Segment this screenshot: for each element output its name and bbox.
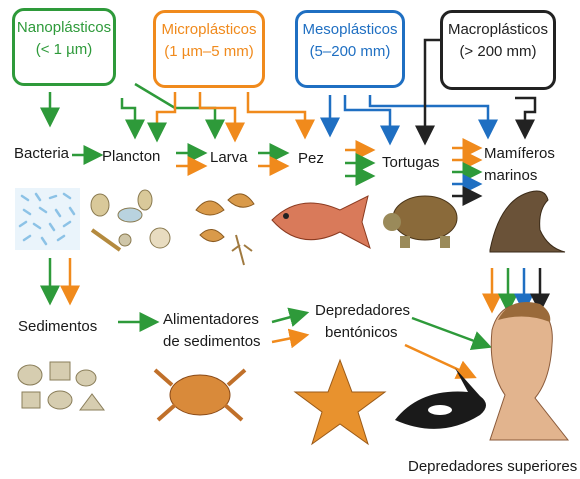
microplasticos-range: (1 µm–5 mm) <box>156 41 262 63</box>
arrow-dep-sup-o <box>405 345 470 375</box>
sea-lion-image <box>490 191 565 252</box>
arrow-micro-larva <box>200 92 235 135</box>
macroplasticos-box: Macroplásticos (> 200 mm) <box>440 10 556 90</box>
node-pez: Pez <box>298 150 324 167</box>
starfish-image <box>295 360 385 444</box>
nanoplasticos-box: Nanoplásticos (< 1 µm) <box>12 8 116 86</box>
turtle-image <box>383 196 457 248</box>
node-depredadores-line2: bentónicos <box>325 324 398 341</box>
node-alimentadores-line1: Alimentadores <box>163 311 259 328</box>
node-mamiferos-line1: Mamíferos <box>484 145 555 162</box>
arrow-alim-dep-o <box>272 336 302 342</box>
node-tortugas: Tortugas <box>382 154 440 171</box>
node-larva: Larva <box>210 149 248 166</box>
node-sedimentos: Sedimentos <box>18 318 97 335</box>
orca-image <box>395 368 486 429</box>
sediment-image <box>18 362 104 410</box>
mesoplasticos-title: Mesoplásticos <box>298 19 402 41</box>
arrow-meso-mamiferos <box>370 95 488 132</box>
mesoplasticos-box: Mesoplásticos (5–200 mm) <box>295 10 405 88</box>
arrow-micro-pez <box>248 92 305 132</box>
microplasticos-title: Microplásticos <box>156 19 262 41</box>
arrow-nano-plancton <box>122 98 135 132</box>
larva-image <box>196 194 254 265</box>
bacteria-image <box>15 188 80 250</box>
human-image <box>490 302 568 440</box>
macroplasticos-title: Macroplásticos <box>443 19 553 41</box>
node-alimentadores-line2: de sedimentos <box>163 333 261 350</box>
node-depredadores-line1: Depredadores <box>315 302 410 319</box>
node-plancton: Plancton <box>102 148 160 165</box>
fish-image <box>272 196 370 248</box>
arrow-alim-dep-g <box>272 314 302 322</box>
node-bacteria: Bacteria <box>14 145 69 162</box>
arrow-macro-mamiferos <box>515 98 535 132</box>
nanoplasticos-title: Nanoplásticos <box>15 17 113 39</box>
node-mamiferos-line2: marinos <box>484 167 537 184</box>
macroplasticos-range: (> 200 mm) <box>443 41 553 63</box>
crab-image <box>155 370 245 420</box>
nanoplasticos-range: (< 1 µm) <box>15 39 113 61</box>
microplasticos-box: Microplásticos (1 µm–5 mm) <box>153 10 265 88</box>
plankton-image <box>91 190 170 250</box>
arrow-dep-sup-g <box>412 318 485 345</box>
arrow-macro-tortugas <box>425 40 440 138</box>
mesoplasticos-range: (5–200 mm) <box>298 41 402 63</box>
arrow-meso-tortugas <box>345 95 390 138</box>
node-depredadores-superiores: Depredadores superiores <box>408 458 577 475</box>
